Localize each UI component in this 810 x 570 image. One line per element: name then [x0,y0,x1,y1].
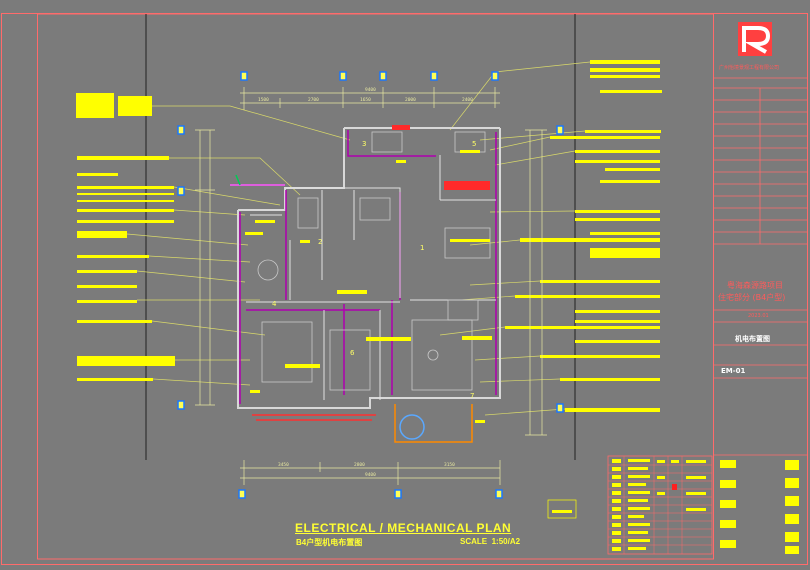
dim-top-seg-3: 1650 [360,97,371,103]
window-lines [252,414,376,421]
sheet-number: EM-01 [721,367,746,375]
title-block [713,77,807,456]
project-name-line2: 住宅部分 (B4户型) [718,293,786,302]
axis-marker-icon [177,71,564,499]
dimension-text-top: 9400 1500 2700 1650 2000 2400 [258,87,473,103]
drawing-list-table [607,455,713,555]
dimension-text-bottom: 3450 2800 3150 9400 [278,462,455,478]
company-name: 广州怡境景观工程有限公司 [719,65,780,71]
drawing-title: ELECTRICAL / MECHANICAL PLAN [295,521,512,535]
right-annotation-notes [505,60,662,412]
dim-bottom-seg-3: 3150 [444,462,455,468]
dim-bottom-seg-2: 2800 [354,462,365,468]
floor-plan: 3 5 2 4 1 6 7 [230,125,501,443]
scale-label: SCALE [460,537,488,546]
room-number-2: 2 [318,238,322,246]
sheet-name: 机电布置图 [735,335,770,343]
furniture [257,131,491,391]
room-number-6: 6 [350,349,355,357]
drawing-subtitle: B4户型机电布置图 [296,538,363,547]
dim-top-seg-4: 2000 [405,97,416,103]
dim-top-seg-1: 1500 [258,97,269,103]
dim-bottom-seg-1: 3450 [278,462,289,468]
room-number-1: 1 [420,244,424,252]
interior-walls [246,155,496,400]
legend-note [547,499,577,519]
signature-stamps [720,460,799,554]
wall-accents [239,130,497,404]
balcony-outline [230,174,473,443]
drawing-date: 2023.01 [748,313,769,319]
room-number-5: 5 [472,140,476,148]
scale-value: 1:50/A2 [491,537,521,546]
project-name-line1: 粤海森源路项目 [727,281,783,290]
dim-top-total: 9400 [365,87,376,93]
exterior-walls [237,127,501,409]
sheet-border-inner [37,13,714,560]
dimension-lines [195,87,547,485]
electrical-symbols [245,150,492,423]
left-annotation-notes [76,93,175,381]
red-markers [392,125,490,190]
dim-bottom-total: 9400 [365,472,376,478]
leader-lines [126,61,591,416]
room-number-4: 4 [272,300,277,308]
dim-top-seg-2: 2700 [308,97,319,103]
room-number-3: 3 [362,140,366,148]
room-number-7: 7 [470,392,474,400]
drawing-scale: SCALE 1:50/A2 [460,537,520,546]
room-numbers: 3 5 2 4 1 6 7 [272,140,476,400]
dim-top-seg-5: 2400 [462,97,473,103]
logo-mark-icon [738,22,772,56]
